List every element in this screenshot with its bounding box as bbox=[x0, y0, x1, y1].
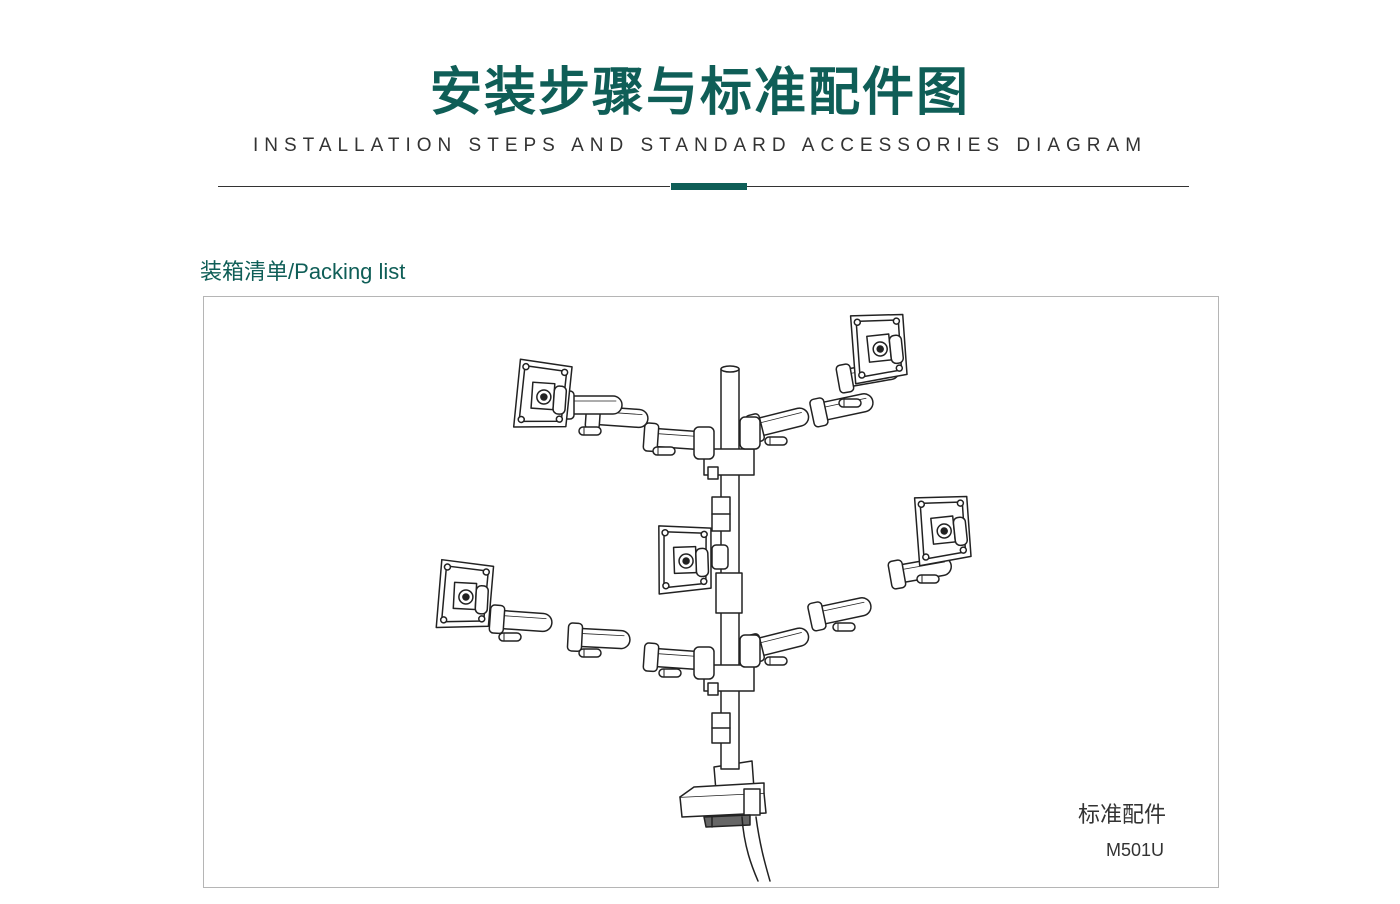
page-subtitle: INSTALLATION STEPS AND STANDARD ACCESSOR… bbox=[252, 135, 1148, 156]
arm-upper-right bbox=[739, 309, 911, 450]
divider-left bbox=[218, 186, 670, 187]
section-label-sep: / bbox=[288, 259, 295, 284]
divider-right bbox=[746, 186, 1189, 187]
packing-list-panel: 标准配件 M501U bbox=[203, 296, 1219, 888]
section-label-en: Packing list bbox=[294, 259, 406, 284]
page-title: 安装步骤与标准配件图 bbox=[429, 63, 970, 123]
figure-caption: 标准配件 bbox=[1077, 803, 1166, 828]
section-label-cn: 装箱清单 bbox=[200, 260, 289, 285]
model-number: M501U bbox=[1105, 840, 1164, 860]
monitor-mount-diagram bbox=[435, 309, 975, 882]
arm-upper-left bbox=[512, 358, 715, 460]
clamp-base bbox=[679, 760, 771, 882]
divider-accent bbox=[671, 183, 747, 190]
arm-lower-right bbox=[739, 491, 975, 668]
arm-lower-left bbox=[435, 558, 715, 680]
arm-center bbox=[656, 523, 729, 595]
section-label: 装箱清单/Packing list bbox=[200, 254, 405, 286]
